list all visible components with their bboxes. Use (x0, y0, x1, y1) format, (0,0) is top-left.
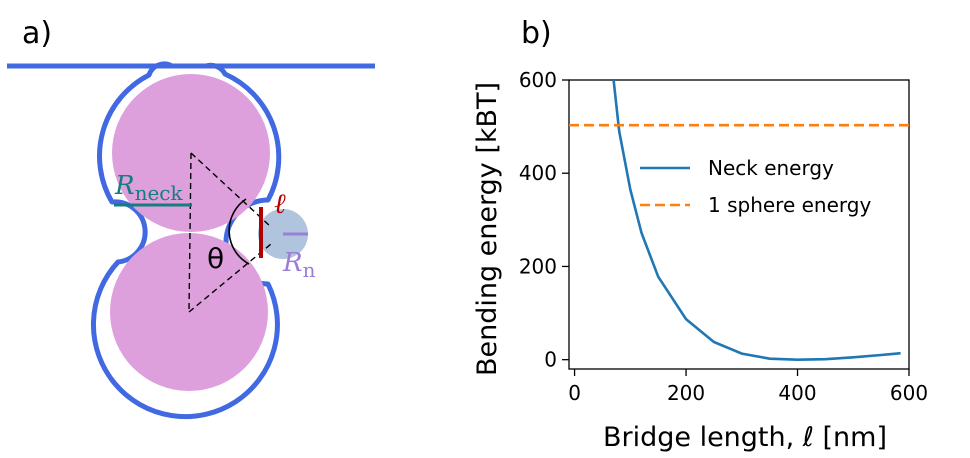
axis-ticks: 0 200 400 600 0 200 400 600 (519, 68, 928, 405)
x-tick-label: 600 (890, 381, 928, 405)
y-axis-label: Bending energy [kBT] (472, 82, 503, 376)
geometry-dashes (188, 152, 272, 313)
theta-arc (228, 198, 250, 265)
x-tick-label: 400 (778, 381, 816, 405)
theta-label: θ (207, 242, 224, 275)
upper-dashed-line (190, 152, 272, 228)
vertical-dashed-line (188, 152, 192, 313)
legend-neck-label: Neck energy (708, 156, 834, 180)
series-layer (569, 79, 909, 362)
ell-label: ℓ (274, 187, 286, 220)
x-axis-label: Bridge length, ℓ [nm] (603, 422, 887, 453)
x-tick-label: 0 (568, 381, 581, 405)
legend-sphere-label: 1 sphere energy (708, 193, 871, 217)
panel-b-label: b) (521, 16, 552, 51)
r-neck-label: Rneck (114, 171, 183, 205)
y-tick-label: 600 (519, 68, 557, 92)
membrane-outline (90, 61, 282, 420)
panel-a-diagram: Rneck ℓ θ Rn (7, 61, 375, 420)
plot-area (568, 79, 910, 370)
neck-energy-line (612, 79, 901, 362)
panel-a-label: a) (22, 16, 53, 51)
x-tick-label: 200 (667, 381, 705, 405)
y-tick-label: 200 (519, 254, 557, 278)
r-n-label: Rn (282, 248, 316, 282)
y-tick-label: 400 (519, 161, 557, 185)
lower-dashed-line (188, 243, 272, 313)
y-tick-label: 0 (544, 348, 557, 372)
panel-b-chart: 0 200 400 600 0 200 400 600 Neck energy 1 spher… (472, 68, 928, 453)
legend: Neck energy 1 sphere energy (640, 156, 871, 217)
